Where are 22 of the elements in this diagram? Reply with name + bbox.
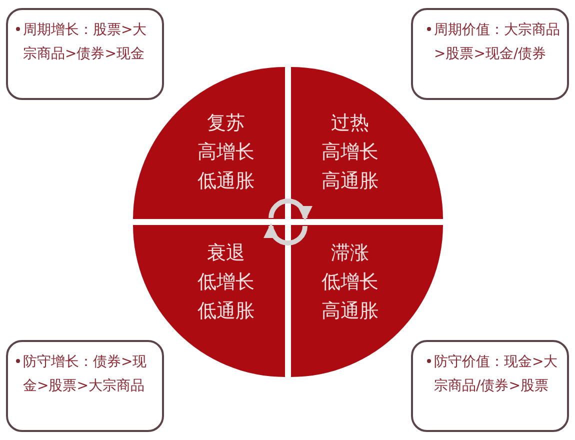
note-box bbox=[6, 340, 164, 432]
quadrant-label: 低增长 bbox=[322, 270, 378, 295]
note-text: 周期价值：大宗商品>股票>现金/债券 bbox=[434, 21, 561, 64]
note-text: 防守增长：债券>现金>股票>大宗商品 bbox=[23, 353, 148, 396]
quadrant-label: 过热 bbox=[331, 111, 369, 136]
quadrant-label: 低通胀 bbox=[198, 169, 254, 194]
note-box bbox=[6, 8, 164, 100]
quadrant-label: 复苏 bbox=[207, 111, 245, 136]
note-text: 防守价值：现金>大宗商品/债券>股票 bbox=[434, 353, 559, 396]
note-box bbox=[411, 8, 569, 100]
cycle-arrow bbox=[264, 223, 308, 246]
quadrant-label: 衰退 bbox=[207, 241, 245, 266]
quadrant-label: 高通胀 bbox=[322, 169, 378, 194]
note-text: 周期增长：股票>大宗商品>债券>现金 bbox=[23, 21, 148, 64]
quadrant-label: 高增长 bbox=[322, 140, 378, 165]
quadrant-label: 高增长 bbox=[198, 140, 254, 165]
quadrant-label: 高通胀 bbox=[322, 299, 378, 324]
note-box bbox=[411, 340, 569, 432]
quadrant-label: 滞涨 bbox=[331, 241, 369, 266]
cycle-arrow bbox=[268, 198, 312, 221]
quadrant-label: 低增长 bbox=[198, 270, 254, 295]
quadrant-label: 低通胀 bbox=[198, 299, 254, 324]
